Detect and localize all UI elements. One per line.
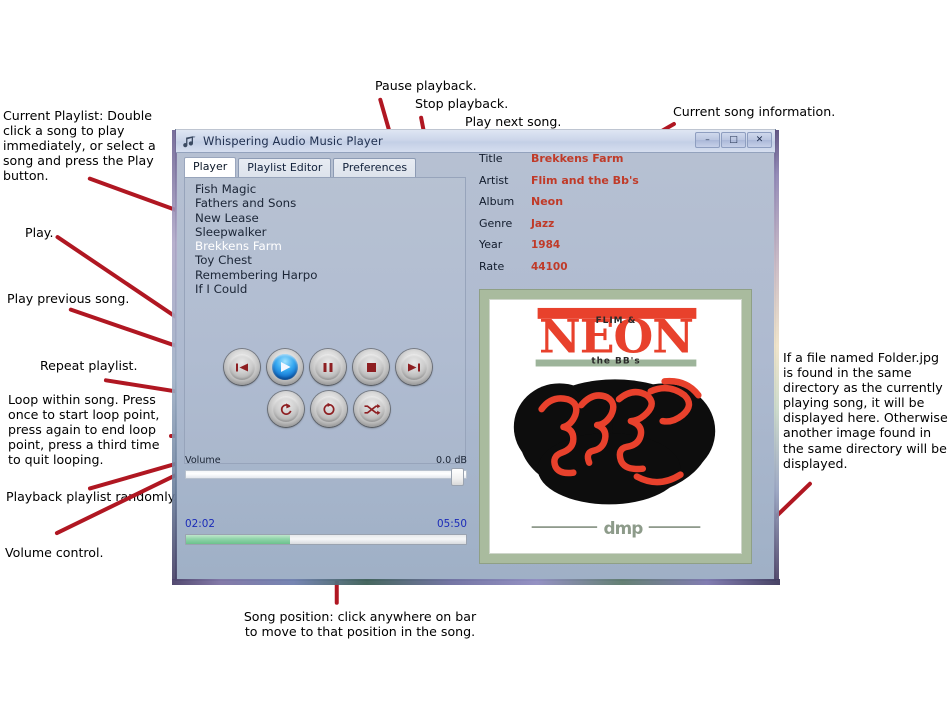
list-item[interactable]: New Lease <box>195 210 259 225</box>
volume-labels: Volume 0.0 dB <box>185 455 467 466</box>
volume-slider[interactable] <box>185 468 467 486</box>
playlist-box[interactable]: Fish Magic Fathers and Sons New Lease Sl… <box>184 177 466 464</box>
annotation-position: Song position: click anywhere on bar to … <box>243 609 477 640</box>
skip-forward-icon <box>401 354 427 380</box>
list-item[interactable]: Toy Chest <box>195 253 252 268</box>
minimize-button[interactable]: – <box>695 132 720 148</box>
next-button[interactable] <box>396 349 432 385</box>
info-label-title: Title <box>479 152 503 165</box>
tab-player[interactable]: Player <box>184 157 237 177</box>
window-frame-bottom <box>172 579 780 585</box>
window-frame-left <box>172 130 177 580</box>
play-icon <box>272 354 298 380</box>
repeat-button[interactable] <box>268 391 304 427</box>
album-label: dmp <box>604 518 644 538</box>
tab-preferences[interactable]: Preferences <box>333 158 417 177</box>
info-label-rate: Rate <box>479 259 505 273</box>
repeat-icon <box>273 396 299 422</box>
info-row-album: Album Neon <box>479 195 759 208</box>
position-section: 02:02 05:50 <box>185 518 467 545</box>
info-value-genre: Jazz <box>531 217 555 230</box>
volume-value: 0.0 dB <box>436 455 467 466</box>
info-label-album: Album <box>479 195 515 208</box>
annotation-next: Play next song. <box>465 114 562 129</box>
list-item[interactable]: Sleepwalker <box>195 224 267 239</box>
info-value-rate: 44100 <box>531 260 568 273</box>
transport-controls-secondary <box>268 391 390 427</box>
volume-label: Volume <box>185 455 221 466</box>
annotation-playlist: Current Playlist: Double click a song to… <box>3 108 156 184</box>
annotation-loop: Loop within song. Press once to start lo… <box>8 392 160 468</box>
info-value-year: 1984 <box>531 239 561 251</box>
shuffle-button[interactable] <box>354 391 390 427</box>
info-row-year: Year 1984 <box>479 238 759 251</box>
close-button[interactable]: ✕ <box>747 132 772 148</box>
stop-button[interactable] <box>353 349 389 385</box>
annotation-stop: Stop playback. <box>415 96 509 111</box>
info-row-rate: Rate 44100 <box>479 260 759 273</box>
volume-slider-handle[interactable] <box>451 468 464 486</box>
position-bar[interactable] <box>185 534 467 545</box>
list-item[interactable]: Fish Magic <box>195 182 257 196</box>
info-value-album: Neon <box>531 195 564 208</box>
loop-icon <box>316 396 342 422</box>
pause-button[interactable] <box>310 349 346 385</box>
loop-button[interactable] <box>311 391 347 427</box>
maximize-button[interactable]: □ <box>721 132 746 148</box>
svg-text:NEON: NEON <box>539 310 693 364</box>
time-labels: 02:02 05:50 <box>185 518 467 530</box>
stop-icon <box>358 354 384 380</box>
album-cover-image: NEON FLIM & the BB's <box>489 299 742 554</box>
annotation-shuffle: Playback playlist randomly. <box>6 489 178 504</box>
annotation-pause: Pause playback. <box>375 78 477 93</box>
annotation-repeat: Repeat playlist. <box>40 358 138 373</box>
title-bar: Whispering Audio Music Player – □ ✕ <box>176 130 775 153</box>
pause-icon <box>315 354 341 380</box>
position-progress-fill <box>186 535 290 544</box>
svg-text:FLIM &: FLIM & <box>596 316 637 326</box>
tab-playlist-editor[interactable]: Playlist Editor <box>238 158 332 177</box>
album-art-panel: NEON FLIM & the BB's <box>479 289 752 564</box>
total-time: 05:50 <box>437 518 467 530</box>
svg-text:the BB's: the BB's <box>591 356 640 366</box>
annotation-play: Play. <box>25 225 54 240</box>
info-label-year: Year <box>479 238 503 251</box>
volume-section: Volume 0.0 dB <box>185 455 467 486</box>
annotation-album-art: If a file named Folder.jpg is found in t… <box>783 350 948 471</box>
skip-back-icon <box>229 354 255 380</box>
song-information-panel: Title Brekkens Farm Artist Flim and the … <box>479 152 759 281</box>
info-label-genre: Genre <box>479 216 513 230</box>
window-controls: – □ ✕ <box>695 132 772 148</box>
list-item[interactable]: If I Could <box>195 282 248 297</box>
play-button[interactable] <box>267 349 303 385</box>
annotation-song-info: Current song information. <box>673 104 836 119</box>
music-note-icon <box>182 134 198 148</box>
info-row-genre: Genre Jazz <box>479 217 759 230</box>
info-row-artist: Artist Flim and the Bb's <box>479 174 759 187</box>
list-item-selected[interactable]: Brekkens Farm <box>195 239 282 254</box>
transport-controls-primary <box>224 349 432 385</box>
info-label-artist: Artist <box>479 173 509 187</box>
previous-button[interactable] <box>224 349 260 385</box>
shuffle-icon <box>359 396 385 422</box>
list-item[interactable]: Remembering Harpo <box>195 267 318 282</box>
tab-strip: Player Playlist Editor Preferences <box>176 153 775 177</box>
elapsed-time: 02:02 <box>185 518 215 530</box>
annotation-volume: Volume control. <box>5 545 104 560</box>
info-row-title: Title Brekkens Farm <box>479 152 759 165</box>
list-item[interactable]: Fathers and Sons <box>195 196 297 211</box>
annotation-previous: Play previous song. <box>7 291 130 306</box>
info-value-artist: Flim and the Bb's <box>531 173 639 187</box>
application-window: Whispering Audio Music Player – □ ✕ Play… <box>172 129 780 585</box>
info-value-title: Brekkens Farm <box>531 152 624 165</box>
window-title: Whispering Audio Music Player <box>203 134 383 148</box>
